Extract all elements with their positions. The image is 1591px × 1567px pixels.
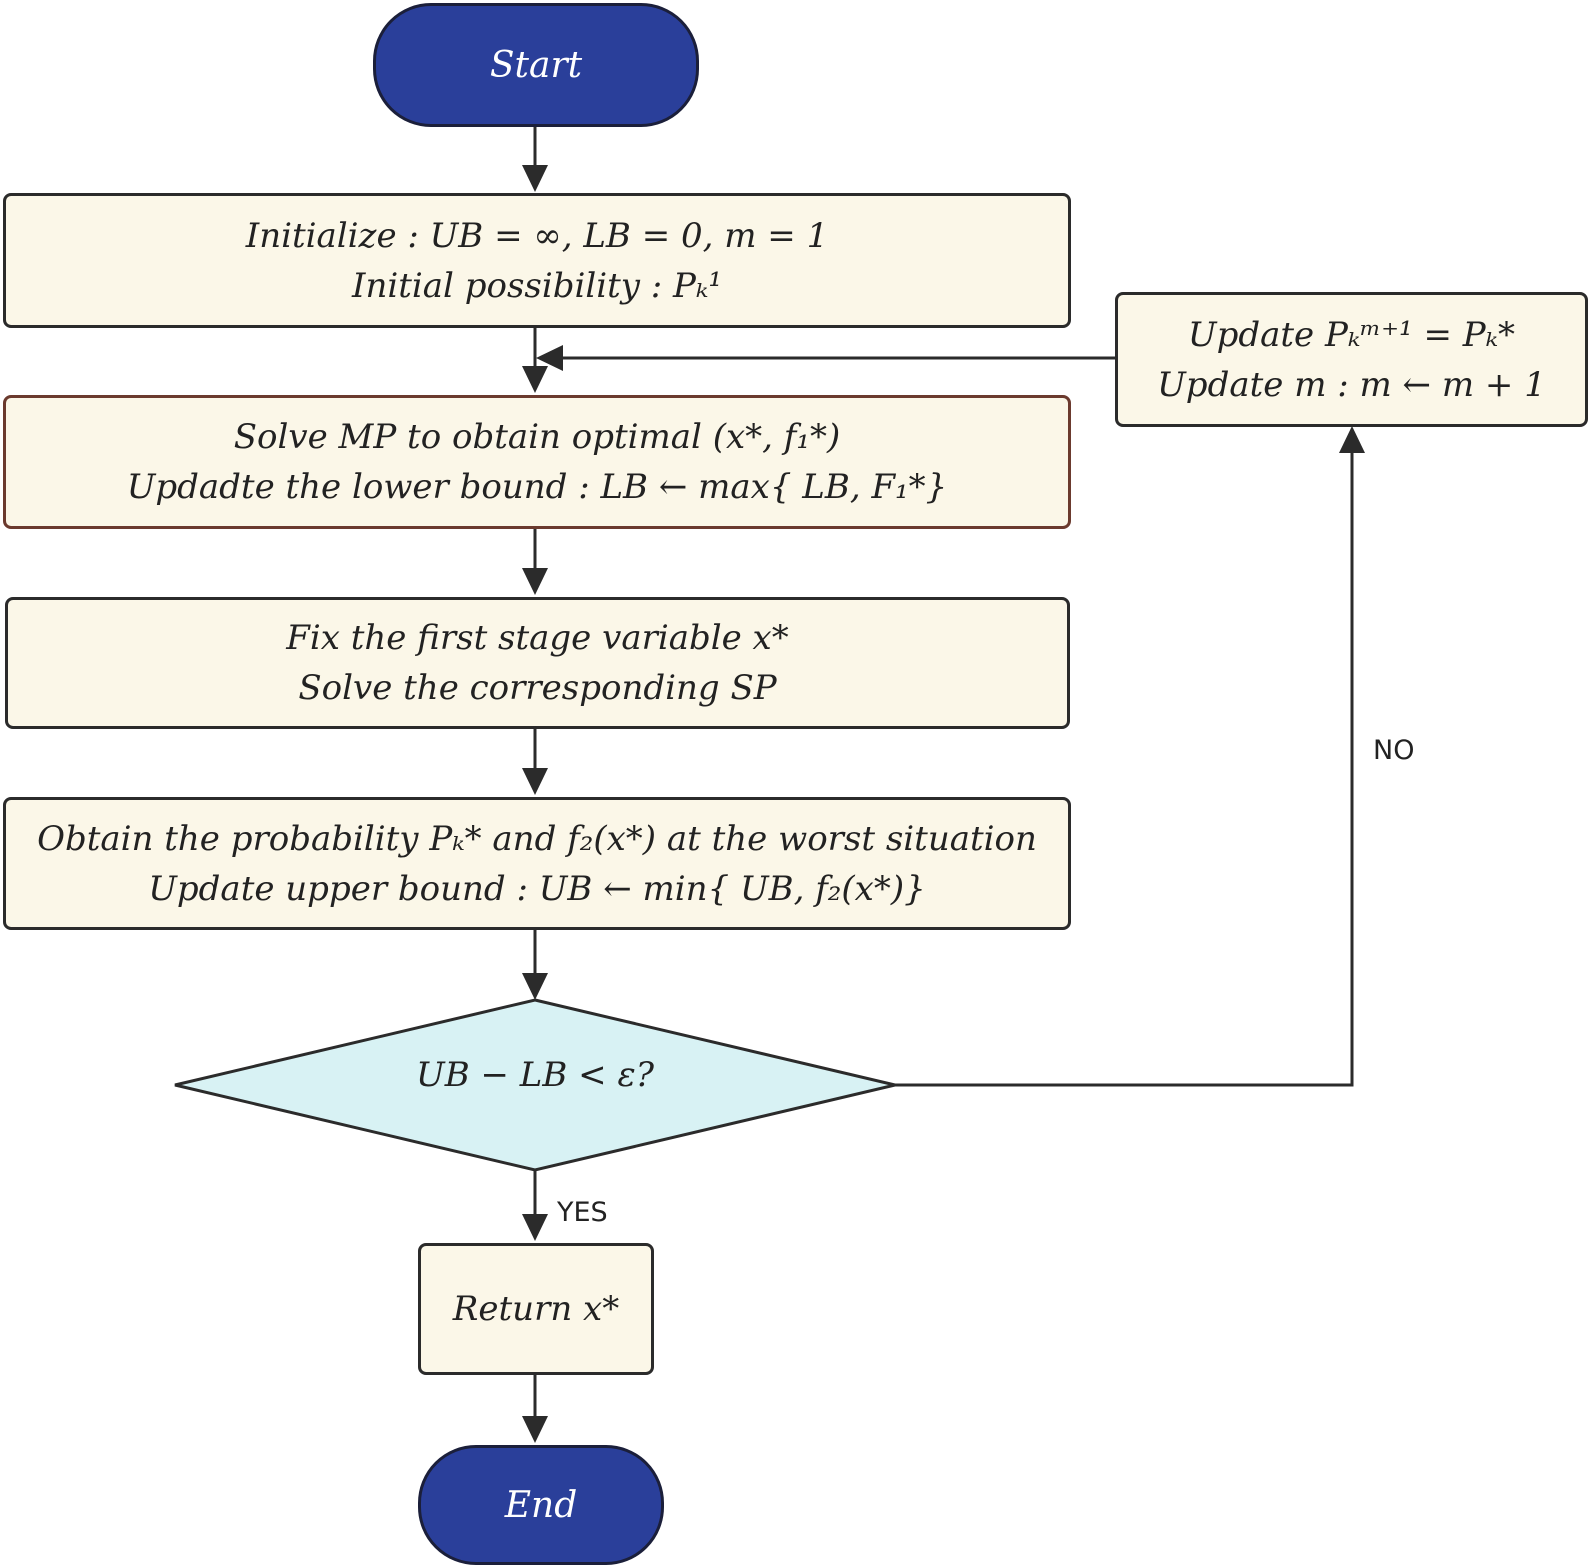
arrowhead-mp-sp: [522, 568, 548, 595]
arrowhead-sp-ub: [522, 768, 548, 795]
yes-label: YES: [557, 1197, 608, 1228]
end-label: End: [504, 1484, 578, 1526]
return-label: Return x*: [452, 1289, 620, 1329]
arrowhead-init-mp: [522, 366, 548, 393]
update-line-2: Update m : m ← m + 1: [1157, 364, 1546, 405]
arrowhead-start-init: [522, 165, 548, 192]
initialize-line-2: Initial possibility : Pₖ¹: [352, 265, 722, 306]
initialize-box: Initialize : UB = ∞, LB = 0, m = 1 Initi…: [3, 193, 1071, 328]
solve-sp-line-1: Fix the first stage variable x*: [286, 618, 789, 658]
arrowhead-ub-decision: [522, 973, 548, 1000]
initialize-line-1: Initialize : UB = ∞, LB = 0, m = 1: [245, 215, 829, 256]
upper-bound-line-2: Update upper bound : UB ← min{ UB, f₂(x*…: [148, 868, 926, 909]
arrow-decision-to-update: [895, 440, 1354, 1087]
solve-sp-box: Fix the first stage variable x* Solve th…: [5, 597, 1070, 729]
arrowhead-return-end: [522, 1416, 548, 1443]
arrowhead-decision-update: [1339, 426, 1365, 453]
upper-bound-box: Obtain the probability Pₖ* and f₂(x*) at…: [3, 797, 1071, 930]
end-terminal: End: [418, 1445, 664, 1565]
solve-mp-line-2: Updadte the lower bound : LB ← max{ LB, …: [126, 467, 948, 507]
start-terminal: Start: [373, 3, 699, 127]
update-box: Update Pₖᵐ⁺¹ = Pₖ* Update m : m ← m + 1: [1115, 292, 1588, 427]
return-box: Return x*: [418, 1243, 654, 1375]
arrowhead-decision-return: [522, 1214, 548, 1241]
arrowhead-update-spine: [536, 345, 563, 371]
no-label: NO: [1373, 735, 1415, 766]
solve-sp-line-2: Solve the corresponding SP: [298, 668, 777, 708]
upper-bound-line-1: Obtain the probability Pₖ* and f₂(x*) at…: [37, 818, 1037, 859]
decision-label: UB − LB < ε?: [416, 1055, 654, 1095]
solve-mp-box: Solve MP to obtain optimal (x*, f₁*) Upd…: [3, 395, 1071, 529]
update-line-1: Update Pₖᵐ⁺¹ = Pₖ*: [1187, 314, 1516, 355]
solve-mp-line-1: Solve MP to obtain optimal (x*, f₁*): [233, 417, 841, 457]
start-label: Start: [489, 44, 583, 86]
